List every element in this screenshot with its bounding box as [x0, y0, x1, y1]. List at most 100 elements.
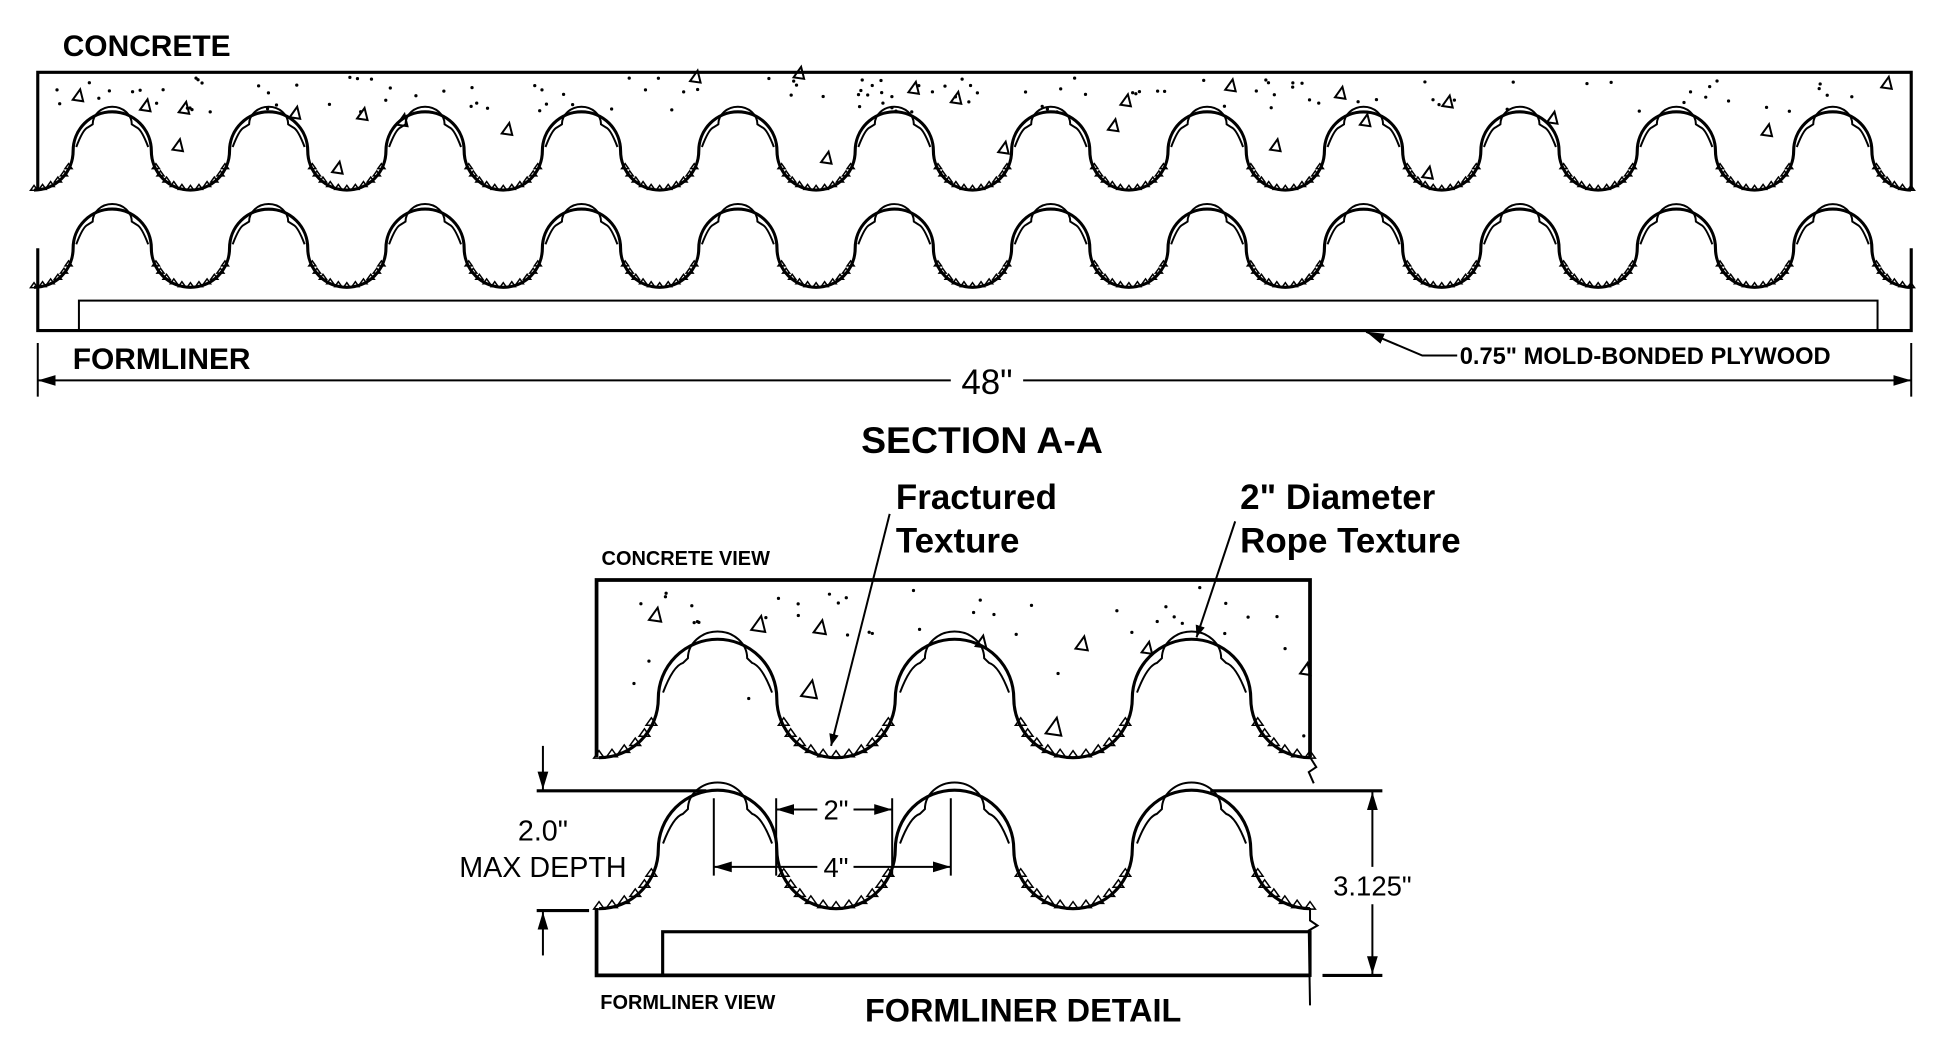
aggregate-dot	[1688, 90, 1693, 94]
fracture-tooth	[1715, 259, 1726, 267]
fracture-tooth	[1749, 281, 1760, 289]
fracture-tooth	[1784, 162, 1795, 170]
aggregate-dot	[1266, 81, 1271, 85]
fracture-tooth	[59, 266, 69, 274]
aggregate-dot	[647, 659, 651, 663]
fracture-tooth	[781, 169, 792, 177]
fracture-tooth	[617, 894, 632, 905]
fracture-tooth	[1466, 169, 1477, 177]
fracture-tooth	[1091, 743, 1106, 754]
aggregate-dot	[821, 94, 825, 99]
fracture-tooth	[215, 169, 226, 177]
aggregate-triangle	[1139, 639, 1154, 656]
aggregate-dot	[911, 588, 916, 593]
aggregate-dot	[894, 109, 898, 113]
fracture-tooth	[1784, 259, 1795, 267]
aggregate-dot	[538, 109, 542, 113]
fracture-tooth	[1749, 184, 1760, 192]
fracture-tooth	[1079, 747, 1093, 758]
aggregate-triangle	[70, 86, 85, 103]
fracture-tooth	[1732, 180, 1743, 188]
fracture-tooth	[1089, 259, 1100, 267]
aggregate-dot	[1423, 80, 1427, 84]
aggregate-dot	[796, 602, 800, 606]
fracture-tooth	[1471, 162, 1482, 170]
fracture-tooth	[532, 162, 543, 170]
fracture-tooth	[1876, 169, 1886, 177]
aggregate-triangle	[287, 104, 302, 120]
fracture-tooth	[150, 162, 161, 170]
fracture-tooth	[1609, 180, 1620, 188]
aggregate-dot	[256, 84, 261, 88]
fractured-label-line2: Texture	[896, 522, 1020, 561]
fracture-tooth	[819, 183, 830, 191]
fracture-tooth	[1719, 169, 1730, 177]
fracture-tooth	[29, 281, 39, 289]
fracture-tooth	[522, 175, 533, 183]
fracture-tooth	[1420, 277, 1431, 285]
fracture-tooth	[1257, 878, 1272, 888]
fracture-tooth	[637, 878, 652, 888]
aggregate-dot	[208, 110, 212, 114]
aggregate-dot	[1164, 605, 1168, 609]
fracture-tooth	[1089, 162, 1100, 170]
aggregate-triangle	[1879, 74, 1894, 91]
aggregate-dot	[1825, 93, 1829, 97]
aggregate-dot	[1059, 87, 1063, 91]
aggregate-dot	[266, 91, 271, 95]
fracture-tooth	[1288, 280, 1299, 288]
fracture-tooth	[514, 277, 525, 285]
fracture-tooth	[219, 162, 230, 170]
dim-2-text: 2"	[824, 794, 849, 825]
fracture-tooth	[468, 266, 479, 274]
fracture-tooth	[1020, 727, 1035, 738]
aggregate-dot	[369, 77, 374, 81]
aggregate-dot	[1283, 646, 1287, 651]
fracture-tooth	[37, 280, 48, 288]
fracture-tooth	[1250, 716, 1265, 727]
aggregate-triangle	[1298, 660, 1312, 677]
formliner-outline	[36, 248, 1913, 333]
aggregate-dot	[469, 104, 473, 108]
fracture-tooth	[307, 259, 318, 267]
aggregate-dot	[1155, 619, 1159, 624]
aggregate-dot	[1708, 84, 1712, 89]
rope-profile-line	[33, 110, 1912, 192]
fracture-tooth	[1245, 259, 1256, 267]
aggregate-dot	[859, 88, 863, 93]
aggregate-dot	[355, 77, 360, 81]
fracture-tooth	[193, 280, 204, 288]
concrete-view-profile	[592, 630, 1317, 760]
fracture-tooth	[1402, 259, 1413, 267]
fracture-tooth	[1436, 184, 1447, 192]
fracture-tooth	[168, 180, 179, 188]
fracture-tooth	[932, 162, 943, 170]
fracture-tooth	[1280, 184, 1291, 192]
fracture-tooth	[45, 180, 56, 188]
detail-title: FORMLINER DETAIL	[865, 993, 1181, 1029]
fracture-tooth	[617, 743, 632, 754]
fracture-tooth	[958, 183, 969, 191]
fracture-tooth	[1623, 266, 1634, 274]
aggregate-dot	[1264, 78, 1268, 82]
fracture-tooth	[45, 277, 56, 285]
fractured-label-line1: Fractured	[896, 478, 1057, 517]
aggregate-dot	[1300, 81, 1304, 85]
concrete-aggregate	[55, 64, 1894, 180]
aggregate-dot	[1072, 76, 1077, 80]
formliner-view-profile	[592, 781, 1317, 911]
aggregate-dot	[1134, 92, 1138, 96]
fracture-tooth	[829, 749, 843, 759]
fracture-tooth	[161, 273, 172, 280]
fracture-tooth	[1296, 277, 1307, 285]
aggregate-dot	[870, 83, 874, 88]
fracture-tooth	[997, 169, 1008, 177]
aggregate-dot	[890, 106, 894, 110]
fracture-tooth	[317, 273, 328, 280]
aggregate-dot	[695, 619, 700, 624]
fracture-tooth	[1569, 273, 1580, 280]
fractured-cap	[75, 105, 150, 148]
aggregate-dot	[384, 98, 388, 102]
aggregate-dot	[866, 93, 870, 97]
fracture-tooth	[333, 183, 344, 191]
